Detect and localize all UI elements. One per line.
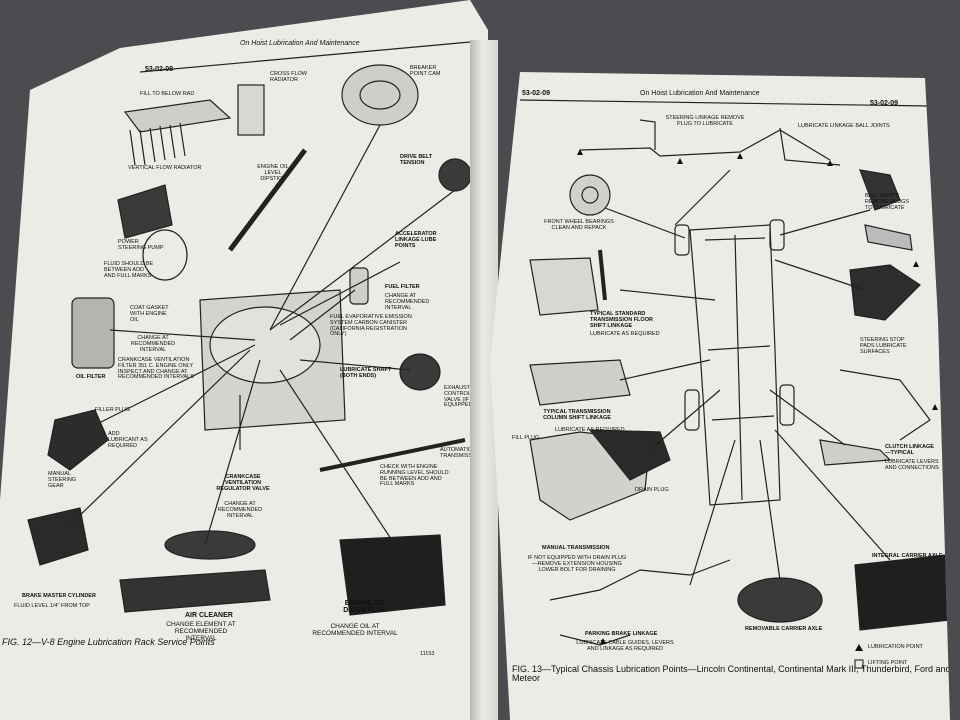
label-crankcase-filter: CRANKCASE VENTILATION FILTER 351 C. ENGI… — [118, 357, 194, 381]
label-power-steering-pump: POWER STEERING PUMP — [118, 239, 164, 251]
label-add-lubricant: ADD LUBRICANT AS REQUIRED — [108, 431, 148, 449]
label-floor-shift-linkage: TYPICAL STANDARD TRANSMISSION FLOOR SHIF… — [590, 311, 653, 329]
label-integral-carrier-axle: INTEGRAL CARRIER AXLE — [872, 553, 943, 559]
left-page-code: 53-02-08 — [145, 66, 174, 73]
label-clutch-note: LUBRICATE LEVERS AND CONNECTIONS — [885, 459, 939, 471]
label-brake-master-cylinder: BRAKE MASTER CYLINDER — [22, 593, 96, 599]
label-lubricate-shaft: LUBRICATE SHAFT (BOTH ENDS) — [340, 367, 392, 379]
label-column-shift-linkage: TYPICAL TRANSMISSION COLUMN SHIFT LINKAG… — [543, 409, 611, 421]
left-footer-code: 11153 — [420, 651, 435, 657]
label-coat-gasket: COAT GASKET WITH ENGINE OIL — [130, 305, 169, 323]
label-column-shift-note: LUBRICATE AS REQUIRED — [555, 427, 625, 433]
label-change-interval: CHANGE AT RECOMMENDED INTERVAL — [130, 335, 176, 353]
label-parking-brake-note: LUBRICATE CABLE GUIDES, LEVERS AND LINKA… — [576, 640, 674, 652]
label-clutch-linkage: CLUTCH LINKAGE —TYPICAL — [885, 444, 934, 456]
label-air-cleaner-note: CHANGE ELEMENT AT RECOMMENDED INTERVAL — [166, 621, 236, 642]
label-trans-check: CHECK WITH ENGINE RUNNING LEVEL SHOULD B… — [380, 464, 449, 488]
label-removable-carrier-axle: REMOVABLE CARRIER AXLE — [745, 626, 823, 632]
label-parking-brake-linkage: PARKING BRAKE LINKAGE — [585, 631, 658, 637]
right-page-code-left: 53-02-09 — [522, 90, 551, 97]
label-front-wheel-bearings: FRONT WHEEL BEARINGS CLEAN AND REPACK — [544, 219, 614, 231]
label-manual-transmission: MANUAL TRANSMISSION — [542, 545, 610, 551]
label-steering-linkage: STEERING LINKAGE REMOVE PLUG TO LUBRICAT… — [665, 115, 745, 127]
right-running-head: On Hoist Lubrication And Maintenance — [640, 90, 760, 97]
label-fuel-filter-note: CHANGE AT RECOMMENDED INTERVAL — [385, 293, 430, 311]
lubrication-point-symbol — [855, 644, 863, 651]
label-engine-oil-dipstick: ENGINE OIL LEVEL DIPSTICK — [257, 164, 289, 182]
label-manual-steering-gear: MANUAL STEERING GEAR — [48, 471, 77, 489]
label-radiator-fill: FILL TO BELOW RAD — [140, 91, 195, 97]
right-page-code-right: 53-02-09 — [870, 100, 899, 107]
label-vertical-flow-radiator: VERTICAL FLOW RADIATOR — [128, 165, 202, 171]
label-ball-joints: BALL JOINTS REMOVE PLUGS TO LUBRICATE — [865, 193, 910, 211]
label-engine-oil-drain-plug: ENGINE OIL DRAIN PLUG — [343, 600, 387, 615]
label-accelerator-linkage: ACCELERATOR LINKAGE LUBE POINTS — [395, 231, 437, 249]
label-evap-system: FUEL EVAPORATIVE EMISSION SYSTEM CARBON … — [330, 314, 412, 338]
label-cross-flow-radiator: CROSS FLOW RADIATOR — [270, 71, 307, 83]
label-manual-trans-note: IF NOT EQUIPPED WITH DRAIN PLUG—REMOVE E… — [527, 555, 627, 573]
label-oil-filter: OIL FILTER — [76, 374, 106, 380]
label-lubricate-ball-joints: LUBRICATE LINKAGE BALL JOINTS — [798, 123, 890, 129]
label-crankcase-valve: CRANKCASE VENTILATION REGULATOR VALVE — [216, 474, 270, 492]
lifting-point-symbol — [854, 659, 864, 669]
label-fill-plug: FILL PLUG — [512, 435, 540, 441]
left-page: 53-02-08 On Hoist Lubrication And Mainte… — [0, 0, 490, 720]
chassis-diagram — [519, 99, 950, 669]
label-automatic-transmission: AUTOMATIC TRANSMISSION — [440, 447, 482, 459]
label-steering-stop-pads: STEERING STOP PADS LUBRICATE SURFACES — [860, 337, 907, 355]
left-figure-caption: FIG. 12—V-8 Engine Lubrication Rack Serv… — [2, 637, 215, 647]
label-drive-belt-tension: DRIVE BELT TENSION — [400, 154, 433, 166]
label-fuel-filter: FUEL FILTER — [385, 284, 420, 290]
legend-lubrication-point: LUBRICATION POINT — [868, 644, 923, 650]
label-exhaust-control-valve: EXHAUST CONTROL VALVE (IF SO EQUIPPED) — [444, 385, 479, 409]
label-crankcase-valve-note: CHANGE AT RECOMMENDED INTERVAL — [217, 501, 263, 519]
label-brake-note: FLUID LEVEL 1/4" FROM TOP — [14, 603, 90, 609]
engine-diagram — [27, 41, 472, 616]
left-running-head: On Hoist Lubrication And Maintenance — [240, 40, 360, 47]
label-floor-shift-note: LUBRICATE AS REQUIRED — [590, 331, 660, 337]
label-air-cleaner: AIR CLEANER — [185, 612, 233, 619]
label-filler-plug: FILLER PLUG — [95, 407, 131, 413]
legend-lifting-point: LIFTING POINT — [868, 660, 908, 666]
label-breaker-point-cam: BREAKER POINT CAM — [410, 65, 441, 77]
label-fluid-note: FLUID SHOULD BE BETWEEN ADD AND FULL MAR… — [104, 261, 154, 279]
right-page: 53-02-09 On Hoist Lubrication And Mainte… — [490, 72, 951, 720]
label-drain-plug: DRAIN PLUG — [635, 487, 669, 493]
right-figure-caption: FIG. 13—Typical Chassis Lubrication Poin… — [512, 664, 951, 684]
label-drain-plug-note: CHANGE OIL AT RECOMMENDED INTERVAL — [312, 623, 398, 637]
